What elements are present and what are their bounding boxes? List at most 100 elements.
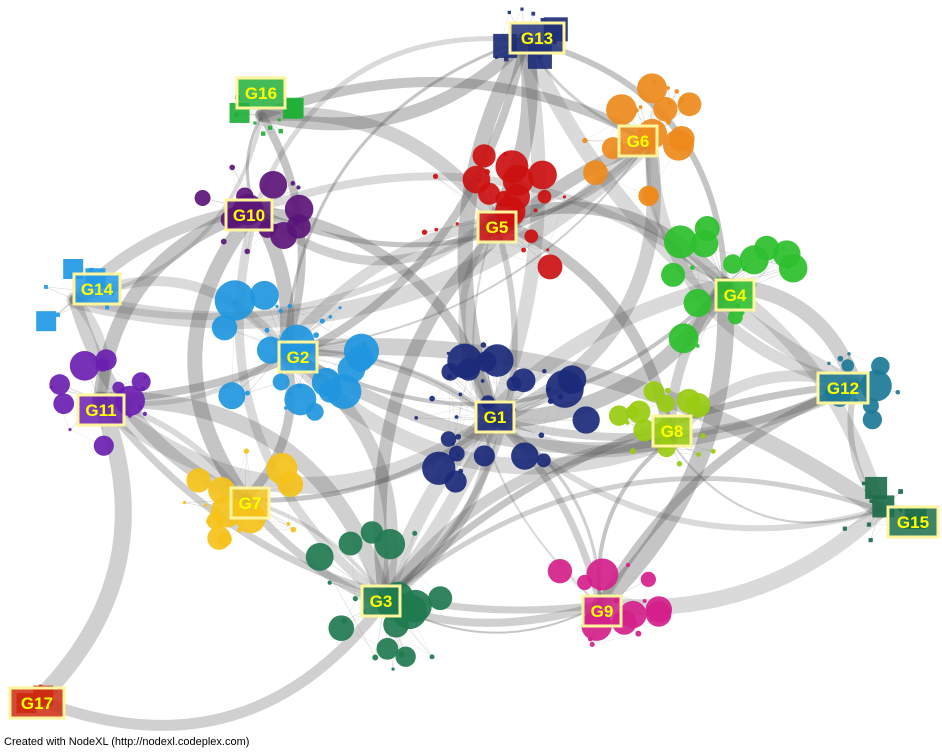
intra-edge bbox=[261, 114, 281, 132]
vertex-g1 bbox=[429, 395, 435, 402]
vertex-g12 bbox=[847, 352, 851, 356]
group-label-box bbox=[476, 210, 518, 244]
edge-g2-g6 bbox=[284, 139, 651, 351]
intra-edge bbox=[45, 286, 76, 301]
vertex-g8 bbox=[656, 394, 675, 413]
vertex-g4 bbox=[723, 254, 743, 274]
vertex-g5 bbox=[546, 248, 550, 252]
edge-g9-g11 bbox=[96, 396, 604, 614]
edge-g3-g4 bbox=[377, 277, 733, 608]
edge-g2-g5 bbox=[279, 214, 501, 356]
group-label-text: G9 bbox=[591, 602, 614, 621]
vertex-g2 bbox=[275, 304, 279, 308]
vertex-g11 bbox=[137, 405, 143, 410]
vertex-g9 bbox=[635, 630, 642, 637]
vertex-g8 bbox=[678, 392, 683, 397]
vertex-g3 bbox=[398, 651, 405, 658]
intra-edge bbox=[261, 114, 264, 134]
vertex-g6 bbox=[677, 92, 702, 117]
vertex-g11 bbox=[142, 411, 148, 416]
vertex-g16 bbox=[261, 131, 266, 136]
vertex-g7 bbox=[203, 503, 208, 507]
vertex-g4 bbox=[696, 222, 701, 227]
vertex-g1 bbox=[458, 468, 464, 474]
vertex-g2 bbox=[296, 383, 302, 389]
vertex-g10 bbox=[244, 248, 251, 255]
group-label-text: G4 bbox=[724, 286, 747, 305]
vertex-g4 bbox=[683, 288, 712, 318]
group-label-g10: G10 bbox=[224, 198, 274, 232]
cluster-g4 bbox=[661, 216, 808, 354]
vertex-g7 bbox=[286, 521, 291, 526]
vertex-g13 bbox=[540, 18, 545, 23]
vertex-g6 bbox=[653, 96, 678, 122]
vertex-g8 bbox=[627, 400, 651, 424]
vertex-g6 bbox=[638, 185, 659, 207]
vertex-g9 bbox=[642, 598, 647, 603]
intra-edge bbox=[276, 306, 331, 318]
vertex-g9 bbox=[625, 562, 631, 568]
edge-g13-g16 bbox=[255, 33, 532, 131]
vertex-g3 bbox=[305, 542, 334, 571]
group-label-box bbox=[508, 21, 566, 55]
vertex-g3 bbox=[328, 615, 355, 641]
vertex-g7 bbox=[243, 448, 250, 454]
vertex-g8 bbox=[696, 451, 702, 457]
group-label-g1: G1 bbox=[474, 400, 516, 434]
group-label-box bbox=[229, 486, 271, 520]
vertex-g2 bbox=[284, 383, 317, 416]
vertex-g5 bbox=[533, 208, 538, 213]
vertex-g1 bbox=[422, 451, 456, 485]
vertex-g14 bbox=[89, 267, 94, 273]
intra-edge bbox=[844, 524, 869, 529]
vertex-g15 bbox=[861, 481, 866, 486]
vertex-g9 bbox=[586, 558, 619, 591]
vertex-g1 bbox=[536, 453, 551, 468]
vertex-g2 bbox=[249, 280, 279, 310]
vertex-g4 bbox=[663, 225, 697, 259]
edge-g1-g7 bbox=[242, 417, 498, 503]
vertex-g1 bbox=[446, 351, 450, 355]
vertex-g1 bbox=[547, 398, 554, 404]
vertex-g5 bbox=[503, 151, 508, 156]
group-label-box bbox=[886, 505, 940, 539]
vertex-g1 bbox=[538, 432, 545, 439]
group-label-text: G10 bbox=[233, 206, 265, 225]
intra-edge bbox=[541, 401, 551, 436]
edge-g5-g14 bbox=[71, 216, 499, 321]
vertex-g5 bbox=[537, 189, 552, 204]
vertex-g10 bbox=[284, 194, 314, 224]
vertex-g2 bbox=[264, 327, 270, 333]
vertex-g1 bbox=[448, 445, 465, 462]
vertex-g1 bbox=[452, 458, 456, 462]
vertex-g16 bbox=[253, 121, 257, 125]
credit-text: Created with NodeXL (http://nodexl.codep… bbox=[4, 736, 250, 748]
intra-edge bbox=[432, 396, 561, 399]
vertex-g16 bbox=[278, 128, 284, 134]
vertex-g5 bbox=[478, 182, 501, 205]
vertex-g5 bbox=[455, 222, 459, 226]
cluster-g1 bbox=[414, 342, 600, 493]
group-label-g16: G16 bbox=[235, 76, 287, 110]
vertex-g8 bbox=[685, 392, 711, 418]
vertex-g6 bbox=[652, 79, 657, 84]
edge-g4-g9 bbox=[591, 276, 735, 614]
group-label-text: G7 bbox=[239, 494, 262, 513]
vertex-g2 bbox=[338, 306, 342, 310]
group-label-box bbox=[581, 594, 623, 628]
vertex-g3 bbox=[352, 596, 358, 602]
vertex-g9 bbox=[589, 641, 595, 647]
group-label-box bbox=[360, 584, 402, 618]
vertex-g12 bbox=[862, 409, 883, 430]
vertex-g10 bbox=[290, 181, 296, 186]
vertex-g3 bbox=[360, 521, 384, 544]
edge-g11-g13 bbox=[96, 36, 529, 404]
group-label-g5: G5 bbox=[476, 210, 518, 244]
vertex-g1 bbox=[557, 393, 564, 400]
vertex-g5 bbox=[503, 183, 531, 211]
edge-g11-g17 bbox=[29, 391, 132, 709]
vertex-g1 bbox=[480, 344, 514, 377]
edge-g1-g5 bbox=[458, 216, 499, 424]
vertex-g9 bbox=[547, 558, 573, 584]
vertex-g11 bbox=[69, 351, 100, 381]
